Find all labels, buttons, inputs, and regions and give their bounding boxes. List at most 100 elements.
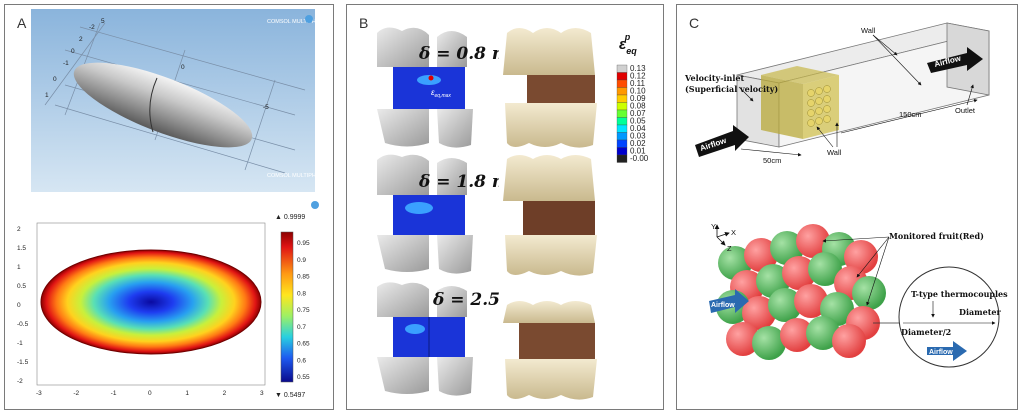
legend-symbol: εeqp: [619, 32, 637, 56]
legend-swatch: [616, 139, 628, 148]
3d-axis-labels: -2 2 0 -1 0 1 0 -5 5: [45, 18, 269, 111]
airflow-arrow-spheres: [709, 289, 749, 313]
row-1: εeq,max δ = 0.8 mm: [377, 27, 603, 149]
colorbar-tick-label: 0.75: [297, 307, 310, 314]
x-tick-label: 2: [223, 390, 227, 397]
legend-swatch: [616, 109, 628, 118]
fruit-spheres: [716, 224, 886, 360]
svg-text:1: 1: [45, 92, 49, 99]
monitored-fruit-label: Monitored fruit(Red): [889, 231, 984, 241]
photo-food-3: [519, 323, 595, 359]
legend-value: 0.11: [630, 79, 646, 88]
x-tick-label: 0: [148, 390, 152, 397]
contour-plot-frame: [36, 222, 266, 386]
colorbar-tick-label: 0.65: [297, 341, 310, 348]
photo-teeth-bottom-1: [505, 103, 597, 148]
x-tick-label: 1: [185, 390, 189, 397]
sim-tooth-bottom-2: [377, 235, 429, 272]
svg-text:0: 0: [71, 48, 75, 55]
y-tick-label: 1: [17, 264, 21, 271]
legend-value: 0.01: [630, 147, 646, 156]
panel-b-letter: B: [359, 15, 369, 31]
legend-value: 0.12: [630, 72, 646, 81]
colorbar-tick-label: 0.7: [297, 324, 306, 331]
colorbar-tick-label: 0.55: [297, 374, 310, 381]
photo-food-1: [527, 75, 595, 103]
thermocouple-detail-circle: [898, 266, 1000, 368]
superficial-velocity-label: (Superficial velocity): [685, 84, 778, 94]
fruit-bed-front: [761, 75, 803, 139]
photo-teeth-top-2: [503, 155, 595, 201]
length-50-line: [740, 148, 802, 157]
sim-tooth-top-2: [377, 154, 429, 195]
length-150-line: [840, 98, 978, 134]
y-tick-label: 1.5: [17, 245, 26, 252]
legend-value: 0.05: [630, 117, 646, 126]
length-50-label: 50cm: [763, 156, 781, 165]
outlet-label: Outlet: [955, 106, 976, 115]
fruit-bed-spheres: [807, 85, 831, 127]
sim-tooth-bottom-3b: [437, 357, 473, 396]
axis-gizmo: Y X Z: [711, 222, 736, 253]
comsol-logo-top-icon: [305, 15, 313, 23]
comsol-logo-mid: COMSOL MULTIPHYSICS: [267, 173, 333, 179]
eq-max-label: εeq,max: [431, 88, 451, 99]
sim-hotspot-3: [405, 324, 425, 334]
svg-text:-5: -5: [263, 104, 269, 111]
colorbar-tick-label: 0.6: [297, 357, 306, 364]
panel-a-figure: -2 2 0 -1 0 1 0 -5 5 COMSOL MULTIPHYSICS…: [17, 9, 333, 399]
fruit-bed-top: [761, 66, 839, 84]
sim-block-2: [393, 195, 465, 235]
sim-hotspot-2: [405, 202, 433, 214]
y-tick-label: -1.5: [17, 359, 29, 366]
svg-text:5: 5: [101, 18, 105, 25]
colorbar-tick-label: 0.9: [297, 257, 306, 264]
panel-c-figure: Airflow Airflow Wall Velocity-inlet (Sup…: [684, 22, 1008, 368]
airflow-arrow-circle: [927, 341, 967, 361]
legend-swatch: [616, 154, 628, 163]
sim-tooth-top-1: [377, 27, 429, 68]
y-tick-label: 0: [17, 302, 21, 309]
photo-teeth-top-1: [503, 28, 595, 75]
sim-tooth-top-2b: [437, 158, 467, 195]
legend-value: 0.02: [630, 139, 646, 148]
svg-text:0: 0: [181, 64, 185, 71]
diameter-label: Diameter: [959, 307, 1002, 317]
legend-value: 0.10: [630, 87, 646, 96]
length-150-label: 150cm: [899, 110, 922, 119]
photo-teeth-top-3: [503, 301, 595, 323]
panel-a-letter: A: [17, 15, 27, 31]
y-tick-label: 2: [17, 226, 21, 233]
row-3: δ = 2.5 mm: [377, 282, 603, 401]
max-strain-marker: [428, 75, 434, 81]
airflow-arrow-top: [927, 47, 983, 73]
legend-value: 0.03: [630, 132, 646, 141]
contour-y-ticks: 21.510.50-0.5-1-1.5-2: [17, 226, 29, 385]
ellipsoid-seam: [149, 77, 158, 133]
colorbar-tick-label: 0.85: [297, 274, 310, 281]
legend-swatch: [616, 147, 628, 156]
comsol-logo-top: COMSOL MULTIPHYSICS: [267, 19, 333, 25]
contour-max-label: ▲ 0.9999: [275, 214, 305, 221]
legend-value: 0.07: [630, 109, 646, 118]
y-tick-label: -2: [17, 378, 23, 385]
x-tick-label: -2: [73, 390, 79, 397]
x-tick-label: 3: [260, 390, 264, 397]
legend-value: 0.13: [630, 64, 646, 73]
row-2: δ = 1.8 mm: [377, 154, 603, 277]
panel-b: B εeq,max δ = 0.8 mm: [346, 4, 664, 410]
legend-swatch: [616, 102, 628, 111]
legend-swatch: [616, 79, 628, 88]
y-tick-label: -1: [17, 340, 23, 347]
diameter-half-label: Diameter/2: [901, 327, 951, 337]
legend-swatch: [616, 72, 628, 81]
photo-food-2: [523, 201, 595, 235]
colorbar-tick-label: 0.95: [297, 240, 310, 247]
photo-teeth-bottom-3: [505, 359, 597, 400]
sim-tooth-bottom-1b: [437, 109, 473, 148]
velocity-inlet-label: Velocity-inlet: [684, 73, 744, 83]
legend-swatch: [616, 117, 628, 126]
legend-swatch: [616, 94, 628, 103]
contour-colorbar-ticks: 0.950.90.850.80.750.70.650.60.55: [297, 240, 310, 381]
legend-swatch: [616, 132, 628, 141]
